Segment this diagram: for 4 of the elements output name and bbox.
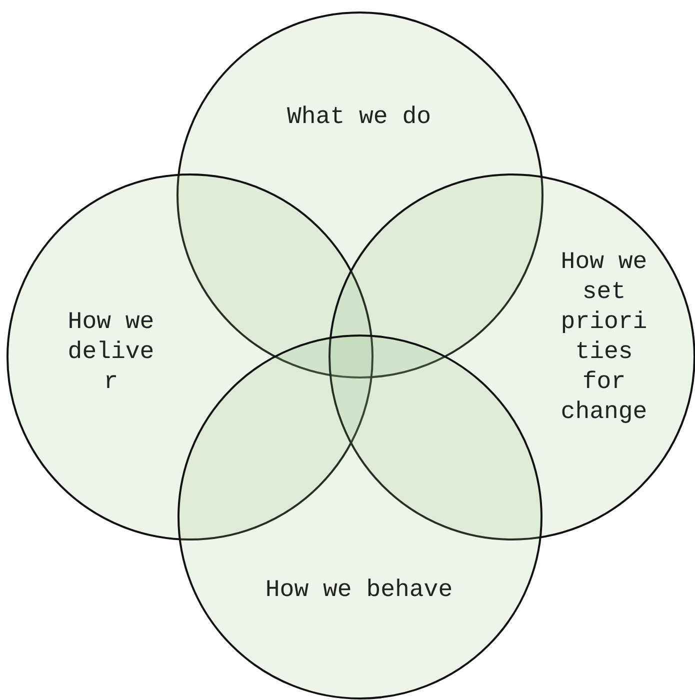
circle-label: How we behave <box>265 576 453 606</box>
circle-label: What we do <box>286 103 432 133</box>
circle-label: How we deliver <box>68 308 154 398</box>
circle-label: How we set priorities for change <box>560 248 648 428</box>
